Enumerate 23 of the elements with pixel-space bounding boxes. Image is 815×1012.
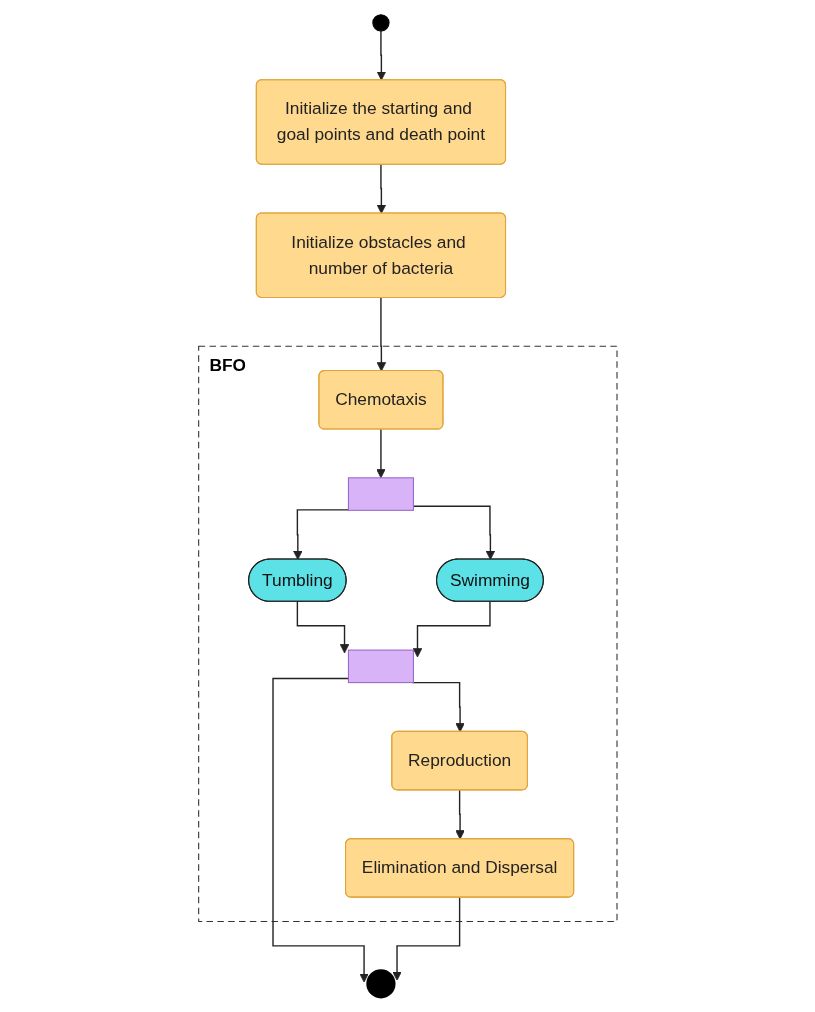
arrow bbox=[292, 509, 349, 561]
activity-box: Initialize obstacles and number of bacteria bbox=[255, 212, 506, 298]
arrow bbox=[391, 896, 461, 981]
activity-box: Chemotaxis bbox=[318, 370, 444, 430]
activity-ellipse: Swimming bbox=[435, 558, 544, 602]
group-title: BFO bbox=[209, 355, 245, 375]
activity-ellipse: Tumbling bbox=[247, 558, 347, 602]
arrow bbox=[412, 601, 491, 658]
final-node bbox=[365, 969, 396, 999]
start-node bbox=[371, 14, 390, 32]
arrow bbox=[454, 789, 465, 840]
fork-bar bbox=[347, 649, 414, 684]
arrow bbox=[376, 164, 386, 214]
activity-box: Elimination and Dispersal bbox=[344, 838, 574, 898]
activity-box: Initialize the starting and goal points and death point bbox=[255, 79, 506, 165]
arrow bbox=[376, 297, 386, 372]
arrow bbox=[411, 681, 465, 733]
arrow bbox=[271, 677, 369, 983]
arrow bbox=[375, 428, 386, 479]
activity-box: Reproduction bbox=[390, 730, 528, 791]
arrow bbox=[296, 601, 349, 654]
arrow bbox=[376, 30, 386, 81]
fork-bar bbox=[347, 477, 414, 511]
